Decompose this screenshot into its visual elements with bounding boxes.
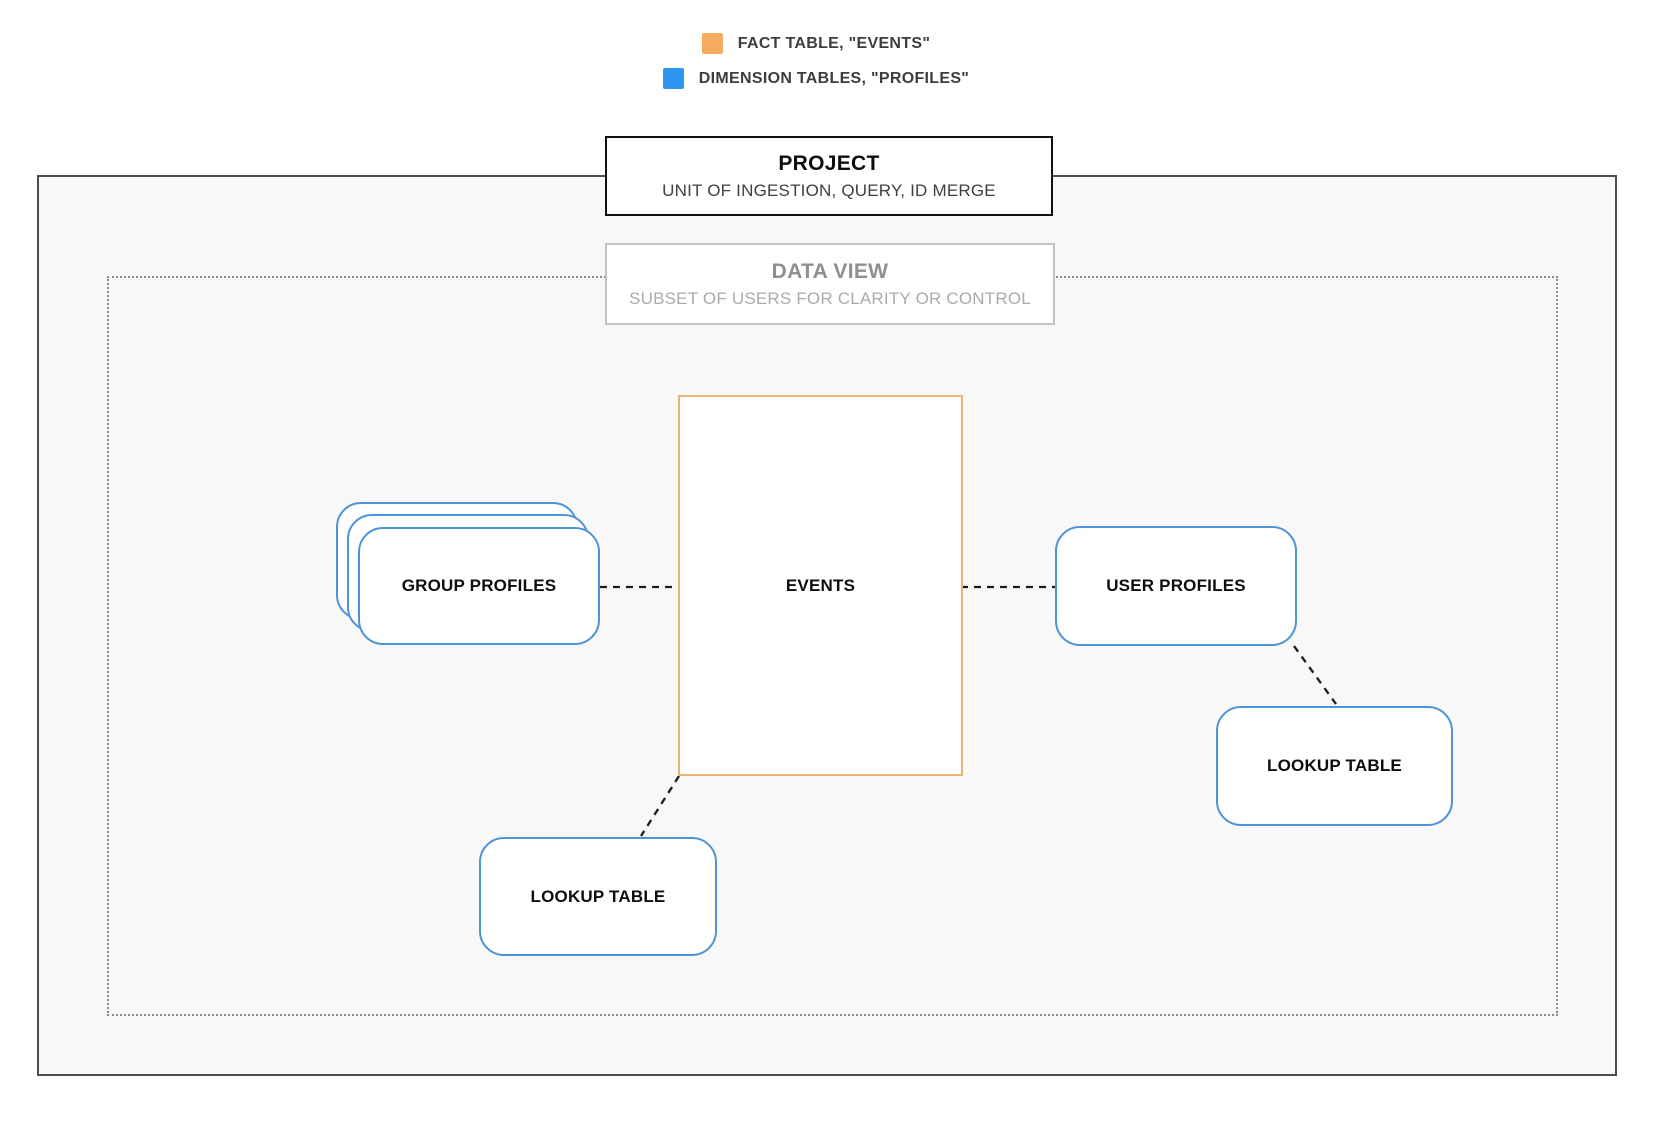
legend-label-dimension-tables: DIMENSION TABLES, "PROFILES" — [698, 69, 970, 87]
lookup-table-bottom-label: LOOKUP TABLE — [530, 886, 666, 906]
events-node: EVENTS — [678, 395, 963, 776]
project-title: PROJECT — [778, 151, 880, 175]
legend-item-fact-table: FACT TABLE, "EVENTS" — [701, 33, 931, 54]
legend-item-dimension-tables: DIMENSION TABLES, "PROFILES" — [662, 68, 970, 89]
legend-label-fact-table: FACT TABLE, "EVENTS" — [737, 34, 931, 52]
project-subtitle: UNIT OF INGESTION, QUERY, ID MERGE — [662, 180, 996, 200]
data-view-subtitle: SUBSET OF USERS FOR CLARITY OR CONTROL — [629, 288, 1031, 308]
lookup-table-bottom-node: LOOKUP TABLE — [479, 837, 717, 956]
dimension-tables-swatch-icon — [662, 68, 684, 89]
project-header-box: PROJECT UNIT OF INGESTION, QUERY, ID MER… — [605, 136, 1053, 216]
legend: FACT TABLE, "EVENTS" DIMENSION TABLES, "… — [0, 33, 1632, 89]
user-profiles-node: USER PROFILES — [1055, 526, 1297, 646]
group-profiles-node: GROUP PROFILES — [358, 527, 600, 645]
data-view-title: DATA VIEW — [771, 259, 889, 283]
user-profiles-label: USER PROFILES — [1106, 576, 1246, 595]
fact-table-swatch-icon — [701, 33, 723, 54]
data-view-header-box: DATA VIEW SUBSET OF USERS FOR CLARITY OR… — [605, 243, 1055, 325]
lookup-table-right-label: LOOKUP TABLE — [1267, 756, 1402, 775]
events-label: EVENTS — [785, 575, 856, 595]
lookup-table-right-node: LOOKUP TABLE — [1216, 706, 1453, 826]
group-profiles-label: GROUP PROFILES — [401, 576, 557, 595]
